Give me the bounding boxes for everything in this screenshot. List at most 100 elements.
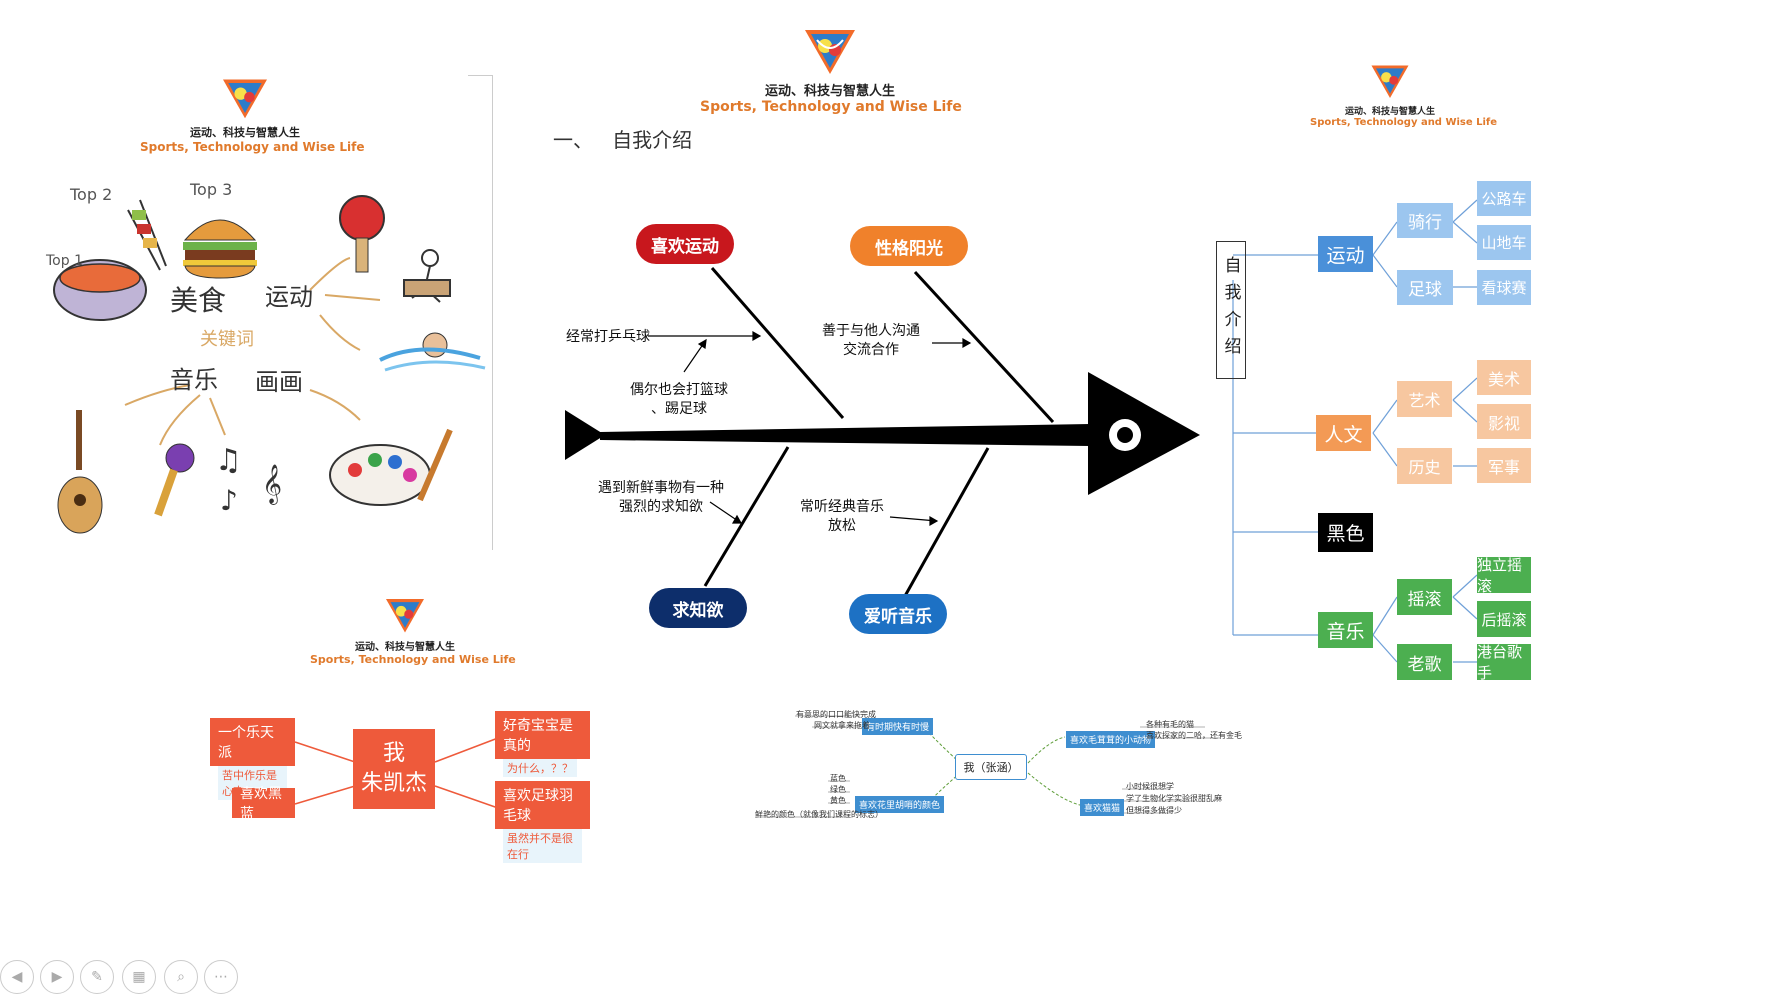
- bluemap-note: 黄色: [830, 796, 846, 805]
- burger-icon: [183, 219, 257, 279]
- fish-head-icon: [1088, 372, 1200, 495]
- tree-node: 骑行: [1397, 203, 1453, 238]
- logo-cn-text: 运动、科技与智慧人生: [190, 126, 300, 139]
- doodle-mindmap: ♫ ♪ 𝄞 美食 运动 音乐 画画 关键词 Top 1 Top 2 Top 3: [45, 180, 486, 534]
- more-icon[interactable]: ⋯: [204, 960, 238, 994]
- tree-node: 历史: [1397, 448, 1452, 484]
- logo-cn-text: 运动、科技与智慧人生: [355, 642, 455, 653]
- fishbone-category-bottom-left: 求知欲: [649, 588, 747, 628]
- palette-icon: [329, 428, 453, 506]
- bluemap-note: 有意思的口口能快完成: [796, 710, 876, 719]
- bluemap-note: 蓝色: [830, 774, 846, 783]
- fish-spine: [600, 424, 1090, 446]
- athlete-icon: [403, 249, 451, 303]
- logo-cn-text: 运动、科技与智慧人生: [1344, 107, 1435, 117]
- next-icon[interactable]: ▶: [40, 960, 74, 994]
- logo-emblem-icon: [386, 599, 424, 633]
- tree-leaf: 独立摇滚: [1477, 556, 1531, 595]
- logo-emblem-icon: [1371, 65, 1409, 99]
- swimmer-icon: [379, 332, 486, 372]
- tree-connectors: [1232, 199, 1478, 663]
- redmap-connectors: [294, 737, 499, 809]
- tree-leaf: 看球赛: [1477, 270, 1531, 305]
- logo-en-text: Sports, Technology and Wise Life: [1310, 117, 1498, 128]
- logo-en-text: Sports, Technology and Wise Life: [140, 140, 365, 154]
- prev-icon[interactable]: ◀: [0, 960, 34, 994]
- page-divider: [492, 75, 493, 550]
- tree-branch-black: 黑色: [1318, 513, 1373, 552]
- tree-leaf: 山地车: [1477, 225, 1531, 260]
- tree-node: 足球: [1397, 270, 1453, 305]
- redmap-node-label: 喜欢黑蓝: [240, 786, 282, 822]
- music-note-icon: ♪: [220, 484, 238, 517]
- page-divider-top: [468, 75, 492, 76]
- redmap-node: 好奇宝宝是真的 为什么，？？: [495, 711, 590, 777]
- redmap-node-note: 虽然并不是很在行: [503, 829, 582, 863]
- pen-icon[interactable]: ✎: [80, 960, 114, 994]
- tree-leaf: 军事: [1477, 448, 1531, 483]
- doodle-word: 美食: [170, 284, 226, 317]
- doodle-word: 音乐: [170, 366, 218, 394]
- bluemap-note: 绿色: [830, 785, 846, 794]
- slides-icon[interactable]: ▦: [122, 960, 156, 994]
- doodle-keyword: 关键词: [200, 329, 254, 350]
- tree-branch-humanities: 人文: [1316, 415, 1371, 451]
- treble-clef-icon: 𝄞: [262, 464, 282, 505]
- logo-left-page: 运动、科技与智慧人生 Sports, Technology and Wise L…: [140, 76, 365, 154]
- tree-node: 艺术: [1397, 381, 1452, 417]
- logo-right-page: 运动、科技与智慧人生 Sports, Technology and Wise L…: [1310, 62, 1498, 128]
- bluemap-note: 学了生物化学实验很甜乱麻: [1126, 794, 1222, 803]
- doodle-word: 画画: [255, 368, 303, 396]
- music-note-icon: ♫: [215, 443, 242, 478]
- doodle-top: Top 3: [189, 180, 232, 199]
- redmap-center: 我 朱凯杰: [353, 729, 435, 809]
- fishbone-note: 常听经典音乐 放松: [800, 499, 884, 534]
- tree-node: 老歌: [1397, 644, 1452, 680]
- tree-leaf: 美术: [1477, 360, 1531, 395]
- fishbone-note: 遇到新鲜事物有一种 强烈的求知欲: [598, 480, 724, 515]
- doodle-top: Top 1: [45, 253, 83, 269]
- fishbone-note: 偶尔也会打篮球 、踢足球: [630, 382, 728, 417]
- fishbone-category-top-left: 喜欢运动: [636, 224, 734, 264]
- bluemap-node: 喜欢毛茸茸的小动物: [1066, 731, 1156, 748]
- bluemap-node: 喜欢花里胡哨的颜色: [855, 796, 945, 813]
- fishbone-category-bottom-right: 爱听音乐: [849, 594, 947, 634]
- redmap-node-note: 为什么，？？: [503, 759, 577, 777]
- redmap-node: 喜欢足球羽毛球 虽然并不是很在行: [495, 781, 590, 863]
- logo-bottom-left: 运动、科技与智慧人生 Sports, Technology and Wise L…: [310, 596, 516, 666]
- bluemap-center: 我（张涵）: [955, 754, 1027, 780]
- bluemap-note: 鲜艳的颜色（就像我们课程的标志）: [755, 810, 883, 819]
- redmap-node: 一个乐天派 苦中作乐是心态: [210, 718, 295, 800]
- tree-root: 自我介绍: [1216, 241, 1246, 379]
- microphone-icon: [154, 443, 195, 517]
- doodle-word: 运动: [265, 283, 313, 311]
- bluemap-node: 喜欢猫猫: [1080, 799, 1125, 816]
- fishbone-note: 经常打乒乓球: [566, 329, 650, 345]
- fish-tail-icon: [565, 410, 605, 460]
- logo-emblem-icon: [805, 30, 855, 74]
- bluemap-node: 有时期快有时慢: [862, 718, 934, 735]
- logo-top-center: 运动、科技与智慧人生 Sports, Technology and Wise L…: [700, 26, 962, 115]
- page-heading: 一、 自我介绍: [553, 128, 693, 152]
- skewers-icon: [127, 199, 167, 271]
- logo-emblem-icon: [223, 79, 267, 119]
- tree-leaf: 后摇滚: [1477, 601, 1531, 637]
- bluemap-note: 网文就拿来拖着: [814, 721, 870, 730]
- fishbone-note: 善于与他人沟通 交流合作: [822, 323, 920, 358]
- bluemap-note: 喜欢探家的二哈，还有金毛: [1146, 731, 1242, 740]
- bluemap-note: 小时候很想学: [1126, 782, 1174, 791]
- logo-en-text: Sports, Technology and Wise Life: [310, 653, 516, 666]
- redmap-node-label: 一个乐天派: [218, 725, 274, 761]
- zoom-icon[interactable]: ⌕: [164, 960, 198, 994]
- tree-node: 摇滚: [1397, 579, 1452, 615]
- tree-leaf: 公路车: [1477, 181, 1531, 216]
- tree-leaf: 影视: [1477, 404, 1531, 439]
- redmap-node: 喜欢黑蓝: [232, 786, 295, 822]
- redmap-node-label: 喜欢足球羽毛球: [503, 788, 573, 824]
- tree-leaf: 港台歌手: [1477, 643, 1531, 682]
- fishbone-category-top-right: 性格阳光: [850, 226, 968, 266]
- doodle-top: Top 2: [69, 185, 112, 204]
- tree-branch-music: 音乐: [1318, 612, 1373, 648]
- tree-branch-sports: 运动: [1318, 236, 1373, 272]
- logo-en-text: Sports, Technology and Wise Life: [700, 99, 962, 115]
